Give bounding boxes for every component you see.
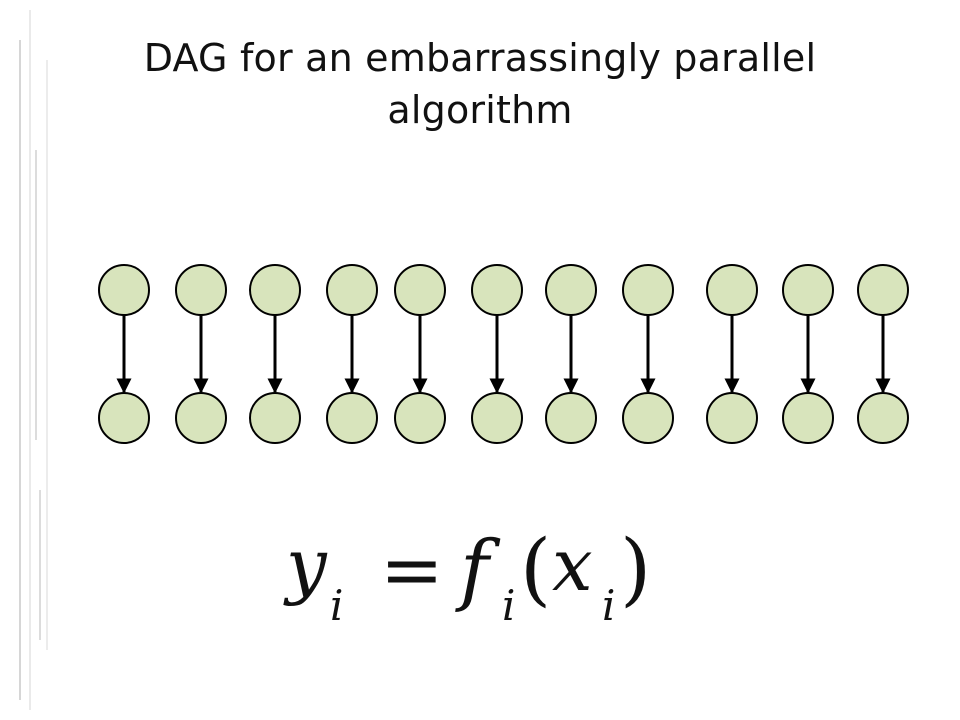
decorative-side-lines bbox=[19, 10, 48, 710]
dag-node-top bbox=[782, 264, 834, 316]
dag-node-top bbox=[98, 264, 150, 316]
formula-y: y bbox=[283, 523, 328, 607]
dag-node-bottom bbox=[622, 392, 674, 444]
dag-node-bottom bbox=[394, 392, 446, 444]
dag-node-top bbox=[622, 264, 674, 316]
formula: y i = f i ( x i ) bbox=[283, 522, 651, 630]
dag-node-top bbox=[545, 264, 597, 316]
dag-node-top bbox=[249, 264, 301, 316]
dag-node-bottom bbox=[175, 392, 227, 444]
title-line-1: DAG for an embarrassingly parallel bbox=[143, 36, 817, 80]
slide-title: DAG for an embarrassingly parallel algor… bbox=[80, 32, 880, 136]
dag-node-top bbox=[394, 264, 446, 316]
formula-close-paren: ) bbox=[620, 522, 651, 615]
dag-node-bottom bbox=[249, 392, 301, 444]
dag-node-top bbox=[857, 264, 909, 316]
dag-node-top bbox=[706, 264, 758, 316]
formula-x: x bbox=[552, 523, 593, 607]
dag-node-bottom bbox=[782, 392, 834, 444]
dag-node-bottom bbox=[706, 392, 758, 444]
formula-f: f bbox=[455, 525, 501, 615]
dag-node-top bbox=[175, 264, 227, 316]
dag-node-bottom bbox=[545, 392, 597, 444]
formula-x-subscript: i bbox=[602, 581, 615, 630]
title-line-2: algorithm bbox=[387, 88, 573, 132]
dag-node-bottom bbox=[98, 392, 150, 444]
dag-node-bottom bbox=[471, 392, 523, 444]
dag-node-bottom bbox=[326, 392, 378, 444]
formula-equals: = bbox=[380, 525, 444, 614]
dag-node-top bbox=[326, 264, 378, 316]
formula-open-paren: ( bbox=[520, 522, 551, 615]
formula-y-subscript: i bbox=[330, 581, 343, 630]
dag-node-bottom bbox=[857, 392, 909, 444]
dag-node-top bbox=[471, 264, 523, 316]
formula-f-subscript: i bbox=[502, 581, 515, 630]
